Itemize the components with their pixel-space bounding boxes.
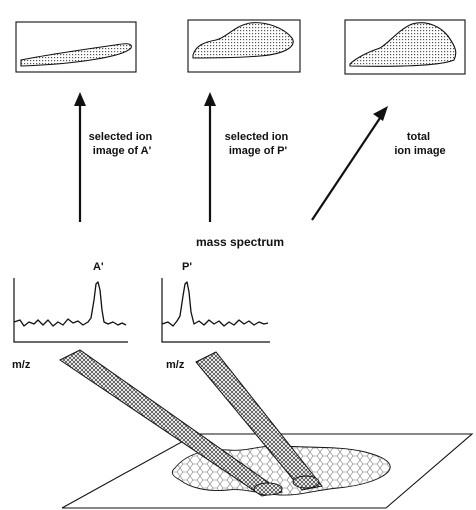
beam-left-spot	[253, 482, 283, 496]
beam-left	[59, 349, 284, 497]
label-total-ion: total ion image	[394, 131, 445, 157]
ion-image-panel-a	[15, 21, 137, 73]
spectrum-trace-p	[161, 281, 269, 327]
label-selected-ion-a: selected ion image of A'	[89, 131, 156, 157]
beam-right	[195, 351, 323, 491]
ion-image-shape-p	[192, 22, 294, 59]
beam-left-shape	[59, 349, 284, 497]
arrow-selected-ion-p	[204, 92, 216, 222]
beam-right-spot	[292, 475, 320, 489]
spectrum-trace-a	[13, 281, 127, 327]
spectrum-p: P' m/z	[161, 261, 270, 371]
axis-label-mz-p: m/z	[166, 359, 185, 371]
spectrum-axis-a	[13, 278, 128, 343]
ion-image-panel-total	[344, 19, 466, 75]
peak-label-p: P'	[182, 261, 192, 273]
arrowhead-a	[74, 92, 86, 106]
mass-spectrum-label: mass spectrum	[196, 235, 284, 249]
spectrum-axis-p	[161, 278, 270, 343]
arrow-selected-ion-a	[74, 92, 86, 222]
arrowhead-total	[373, 106, 388, 121]
spectrum-a: A' m/z	[12, 261, 128, 371]
ion-image-shape-a	[20, 43, 132, 67]
label-selected-ion-p: selected ion image of P'	[225, 131, 292, 157]
axis-label-mz-a: m/z	[12, 359, 31, 371]
beam-right-shape	[195, 351, 323, 491]
ion-image-panel-p	[187, 19, 301, 73]
arrow-total-ion	[311, 106, 388, 221]
ion-image-shape-total	[349, 22, 457, 67]
arrowhead-p	[204, 92, 216, 106]
peak-label-a: A'	[93, 261, 104, 273]
